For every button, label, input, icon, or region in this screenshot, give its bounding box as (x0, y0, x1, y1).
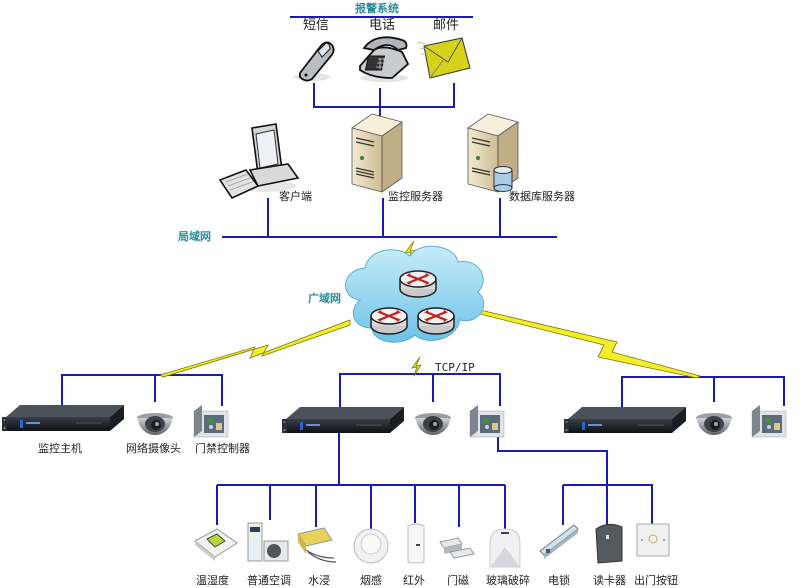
monitoring-host-icon (282, 407, 404, 433)
site-3-links (621, 376, 785, 412)
card-reader-icon (595, 523, 623, 564)
sensor-label-water-leak: 水浸 (308, 574, 330, 587)
monitoring-host-icon (2, 405, 124, 431)
alarm-channel-phone-label: 电话 (369, 18, 396, 33)
site-2-links (339, 373, 501, 412)
monitoring-host-icon (564, 407, 686, 433)
access-device-bus (497, 432, 653, 528)
network-camera-icon (137, 413, 173, 435)
alarm-channel-email-label: 邮件 (433, 18, 460, 33)
sensor-label-glass-break: 玻璃破碎 (486, 574, 530, 587)
mobile-phone-icon (294, 41, 335, 82)
lan-node-links (267, 198, 501, 237)
monitoring-server-label: 监控服务器 (388, 190, 443, 203)
exit-button-icon (636, 523, 670, 557)
site-1-links (61, 374, 223, 410)
router-icon (398, 269, 438, 299)
network-camera-icon (415, 413, 451, 435)
desk-telephone-icon (359, 36, 410, 82)
network-camera-icon (696, 413, 732, 435)
site-2 (282, 404, 505, 438)
access-controller-label: 门禁控制器 (195, 442, 250, 455)
sensor-bus (216, 432, 506, 530)
sensor-label-infrared: 红外 (403, 574, 425, 587)
alarm-system-title: 报警系统 (355, 2, 399, 15)
router-icon (416, 306, 456, 336)
alarm-channel-links (313, 83, 455, 117)
alarm-channel-sms-label: 短信 (303, 18, 330, 33)
access-device-label-card-reader: 读卡器 (593, 574, 626, 587)
client-computer-icon (218, 123, 300, 200)
smoke-detector-icon (353, 528, 389, 564)
access-controller-icon (469, 404, 505, 438)
sensor-label-temp-humidity: 温湿度 (196, 574, 229, 587)
database-server-label: 数据库服务器 (509, 190, 575, 203)
door-magnet-icon (439, 537, 475, 559)
glass-break-detector-icon (489, 528, 521, 568)
wan-label: 广域网 (308, 292, 341, 305)
email-envelope-icon (417, 37, 471, 79)
lightning-site-1-icon (159, 319, 351, 378)
wan-cloud-icon (345, 245, 485, 343)
sensor-label-smoke: 烟感 (360, 574, 382, 587)
connection-lines (61, 16, 785, 530)
server-icon (351, 113, 403, 193)
router-icon (369, 306, 409, 336)
sensor-label-door-magnet: 门磁 (447, 574, 469, 587)
protocol-label: TCP/IP (435, 361, 475, 374)
sensor-label-air-conditioner: 普通空调 (247, 574, 291, 587)
lan-label: 局域网 (178, 230, 211, 243)
access-controller-icon (193, 404, 229, 438)
monitoring-host-label: 监控主机 (38, 442, 82, 455)
network-camera-label: 网络摄像头 (126, 442, 181, 455)
infrared-detector-icon (407, 523, 425, 564)
access-controller-icon (751, 404, 787, 438)
electric-lock-icon (539, 524, 579, 559)
site-3 (564, 404, 787, 438)
client-label: 客户端 (279, 190, 312, 203)
water-leak-sensor-icon (297, 527, 337, 563)
site-1 (2, 404, 229, 438)
lightning-tcpip-icon (411, 356, 422, 377)
lightning-site-3-icon (479, 309, 701, 379)
air-conditioner-icon (247, 522, 289, 562)
thermo-hygrometer-icon (194, 528, 238, 561)
database-server-icon (467, 113, 519, 193)
access-device-label-electric-lock: 电锁 (548, 574, 570, 587)
access-device-label-exit-button: 出门按钮 (634, 574, 678, 587)
